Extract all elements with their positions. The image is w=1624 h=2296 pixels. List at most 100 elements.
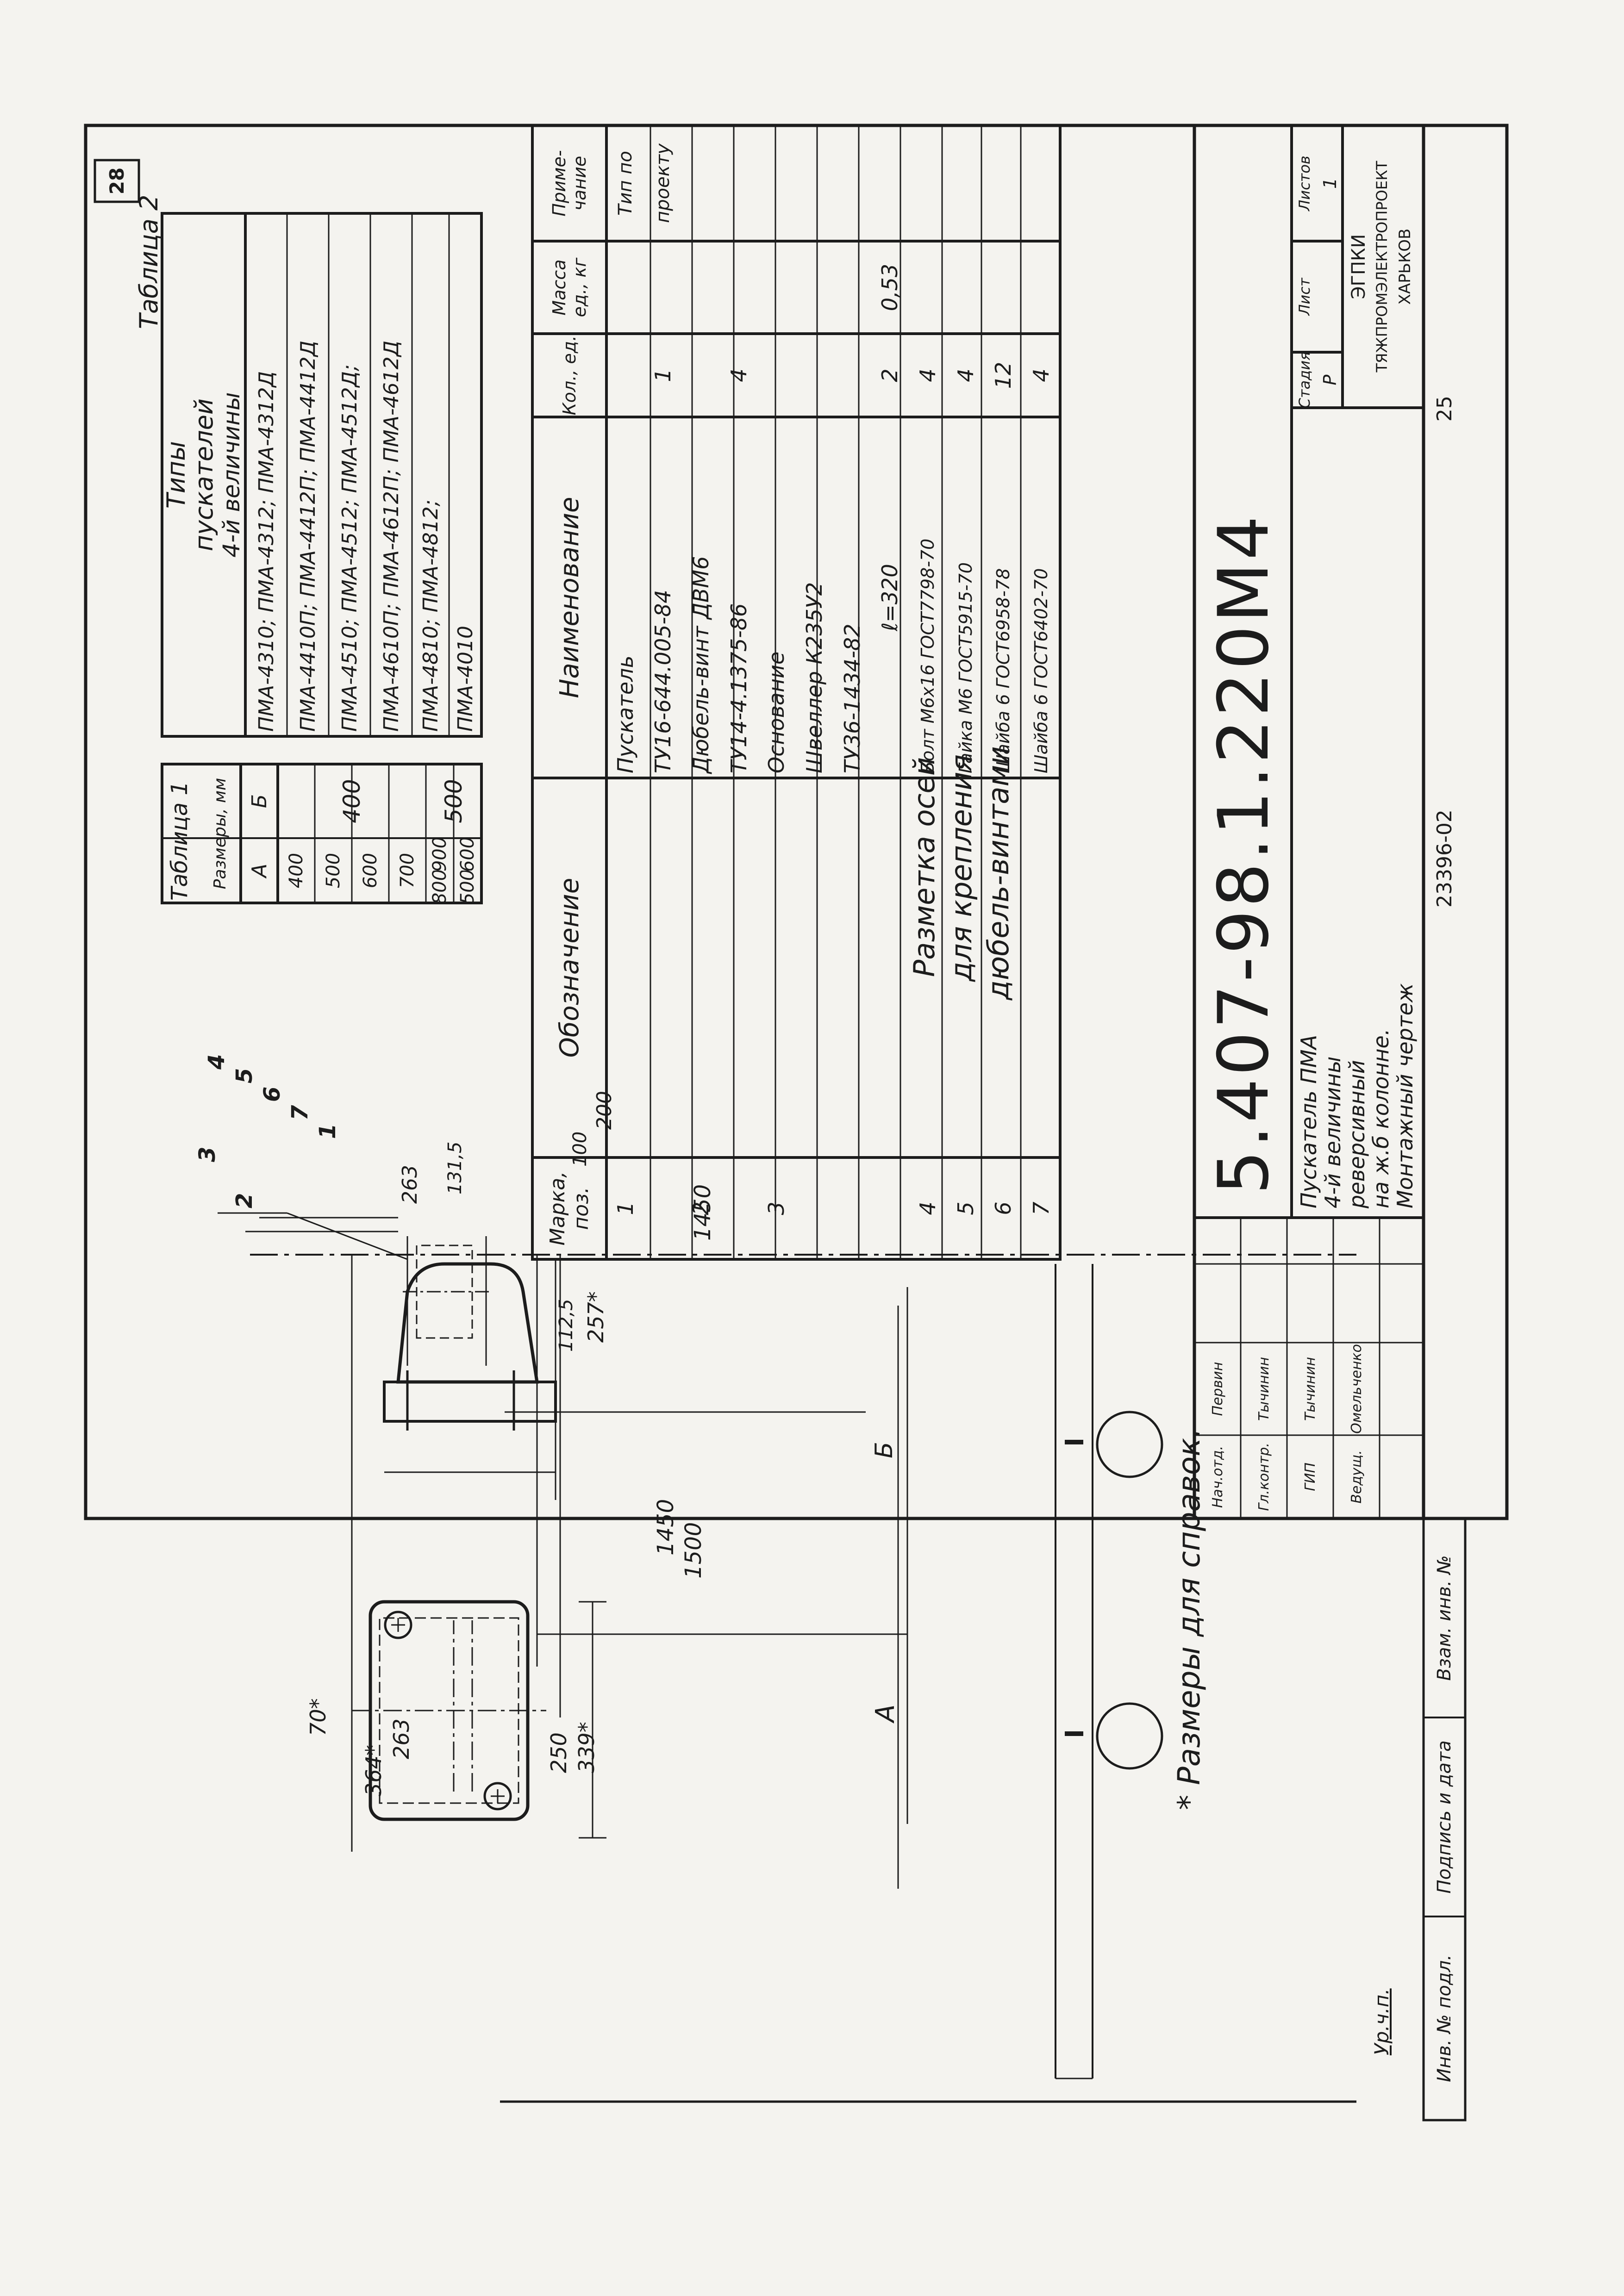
spec-header-mass: Масса ед., кг [549, 257, 590, 317]
spec-name: Гайка М6 ГОСТ5915-70 [955, 562, 976, 773]
level-mark: Ур.ч.п. [1370, 1988, 1393, 2055]
name-0: Первин [1209, 1362, 1226, 1416]
table1-a-2: 600 [360, 852, 381, 889]
spec-mass [795, 241, 833, 334]
spec-qty: 1 [650, 368, 676, 382]
dim-339: 339* [574, 1722, 599, 1773]
table1-header: Размеры, мм [210, 778, 230, 890]
stamp-replace-inv: Взам. инв. № [1434, 1555, 1455, 1681]
archive-number: 23396-02 [1433, 809, 1456, 908]
layout-title-line-3: дюбель-винтами [981, 746, 1015, 1000]
title-line-3: реверсивный [1344, 1060, 1369, 1208]
sheets-label: Листов [1295, 156, 1313, 211]
table2-row-1: ПМА-4410П; ПМА-4412П; ПМА-4412Д [296, 340, 320, 732]
name-2: Тычинин [1302, 1357, 1318, 1421]
spec-mass [758, 241, 796, 334]
spec-pos [871, 1157, 909, 1259]
sheet-label: Лист [1295, 278, 1313, 316]
table2-row-0: ПМА-4310; ПМА-4312; ПМА-4312Д [254, 371, 278, 732]
role-1: Гл.контр. [1255, 1443, 1272, 1511]
spec-name: Пускатель [612, 655, 638, 773]
title-line-2: 4-й величины [1320, 1056, 1345, 1208]
spec-qty [833, 334, 871, 417]
org-line-1: ЭГПКИ [1348, 234, 1369, 299]
spec-note [833, 125, 871, 241]
spec-qty [758, 334, 796, 417]
dim-263-front: 263 [389, 1718, 414, 1759]
spec-header-designation: Обозначение [554, 877, 585, 1058]
callout-1: 1 [315, 1123, 341, 1139]
spec-mass [606, 241, 644, 334]
dim-1450-front: 1450 [653, 1499, 679, 1556]
spec-qty: 4 [953, 368, 978, 382]
spec-note [947, 125, 985, 241]
dim-1500: 1500 [681, 1522, 706, 1579]
spec-mass [720, 241, 758, 334]
stage-value: Р [1319, 374, 1340, 386]
spec-qty [682, 334, 720, 417]
spec-mass [909, 241, 947, 334]
format-note: 25 [1433, 396, 1456, 422]
spec-name: Шайба 6 ГОСТ6958-78 [993, 568, 1014, 773]
dim-257: 257* [583, 1291, 608, 1343]
table2-row-3: ПМА-4610П; ПМА-4612П; ПМА-4612Д [379, 340, 403, 732]
table1-a-7: 600 [457, 838, 478, 871]
spec-mass [682, 241, 720, 334]
table2-row-4: ПМА-4810; ПМА-4812; [418, 499, 443, 732]
stamp-signature-date: Подпись и дата [1434, 1740, 1455, 1894]
dim-112-5: 112,5 [556, 1299, 577, 1352]
sheets-value: 1 [1319, 177, 1340, 189]
callout-4: 4 [204, 1054, 230, 1070]
spec-name: Швеллер К235У2 [802, 582, 827, 773]
callout-2: 2 [231, 1193, 257, 1208]
spec-pos [720, 1157, 758, 1259]
table1-a-1: 500 [323, 852, 344, 889]
name-3: Омельченко [1348, 1344, 1365, 1434]
dim-131-5: 131,5 [444, 1141, 466, 1195]
spec-pos [795, 1157, 833, 1259]
drawing-code: 5.407-98.1.220М4 [1204, 513, 1284, 1195]
spec-note [871, 125, 909, 241]
spec-pos: 2 [688, 1201, 714, 1215]
spec-mass [985, 241, 1023, 334]
table2-header-3: 4-й величины [218, 392, 245, 558]
table1-col-a: А [247, 863, 271, 878]
spec-mass [644, 241, 682, 334]
spec-name: ТУ36-1434-82 [839, 623, 865, 773]
spec-pos: 7 [1029, 1201, 1054, 1215]
callout-5: 5 [231, 1068, 257, 1083]
spec-note [1022, 125, 1060, 241]
role-2: ГИП [1302, 1462, 1318, 1491]
spec-name: Основание [764, 651, 789, 773]
table1-a-6: 500 [457, 871, 478, 903]
spec-note [795, 125, 833, 241]
page-number: 28 [106, 167, 128, 195]
spec-name: ТУ14-4.1375-86 [726, 603, 751, 773]
spec-qty: 4 [726, 368, 751, 382]
title-line-5: Монтажный чертеж [1393, 983, 1418, 1208]
spec-header-note: Приме- чание [549, 150, 590, 217]
title-line-1: Пускатель ПМА [1296, 1034, 1321, 1208]
spec-header-mark: Марка, поз. [546, 1171, 593, 1246]
spec-qty [795, 334, 833, 417]
callout-3: 3 [194, 1146, 220, 1162]
table1-col-b: Б [247, 794, 271, 809]
title-line-4: на ж.б колонне. [1368, 1028, 1393, 1208]
org-line-2: ТЯЖПРОМЭЛЕКТРОПРОЕКТ [1373, 161, 1391, 373]
spec-name: ℓ=320 [877, 564, 903, 631]
spec-mass: 0,53 [877, 263, 903, 311]
spec-mass [947, 241, 985, 334]
spec-qty: 2 [877, 368, 903, 382]
spec-name: ТУ16-644.005-84 [650, 590, 676, 773]
spec-note: проекту [652, 143, 674, 223]
table1-a-5: 900 [429, 838, 450, 871]
spec-mass [833, 241, 871, 334]
spec-header-qty: Кол., ед. [559, 335, 580, 416]
spec-note [909, 125, 947, 241]
spec-mass [1022, 241, 1060, 334]
spec-note [758, 125, 796, 241]
spec-qty: 4 [915, 368, 941, 382]
table1-title: Таблица 1 [167, 781, 193, 901]
spec-qty [606, 334, 644, 417]
